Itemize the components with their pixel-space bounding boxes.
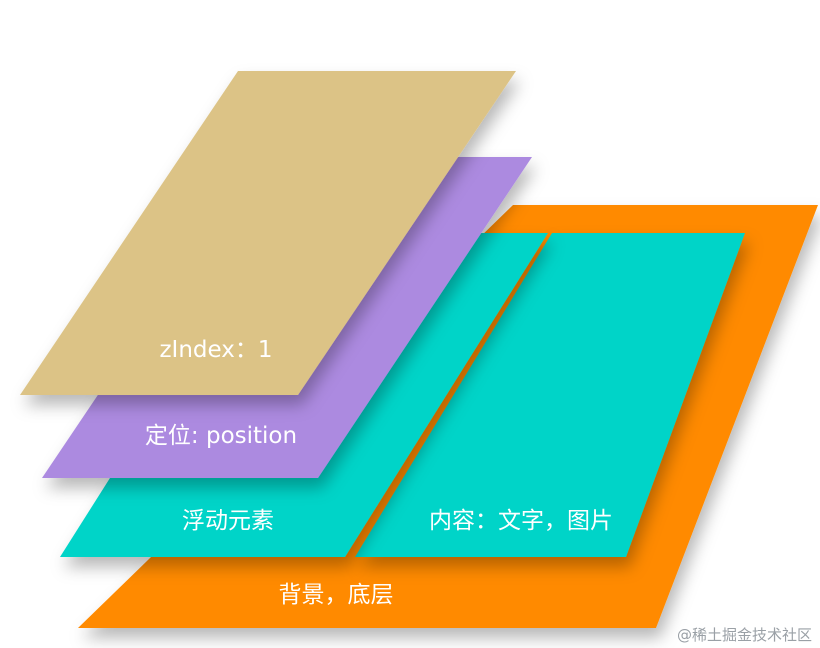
background-layer-label: 背景，底层: [279, 582, 394, 608]
zindex-layer-label: zIndex：1: [159, 337, 272, 363]
content-layer-label: 内容：文字，图片: [429, 508, 613, 534]
watermark: @稀土掘金技术社区: [677, 626, 812, 644]
position-layer-label: 定位: position: [145, 423, 297, 449]
zindex-layer: zIndex：1: [20, 71, 516, 395]
content-layer-shape: [355, 233, 745, 557]
zindex-layer-shape: [20, 71, 516, 395]
content-layer: 内容：文字，图片: [355, 233, 745, 557]
float-layer-label: 浮动元素: [182, 508, 274, 534]
